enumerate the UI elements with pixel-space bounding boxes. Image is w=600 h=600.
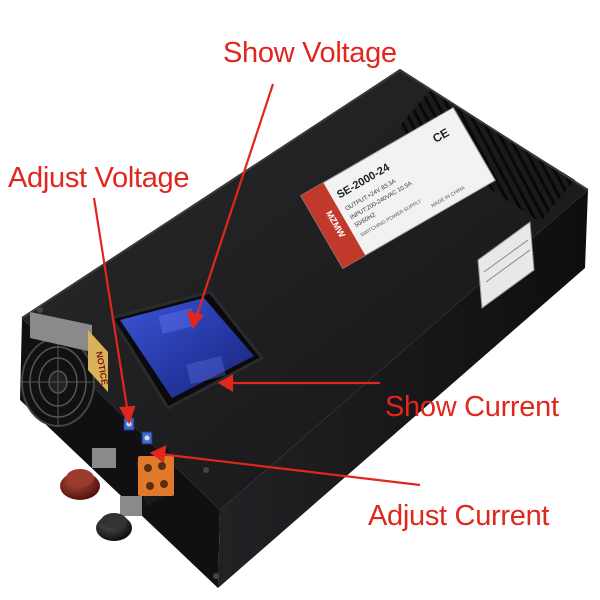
- digital-display: [109, 290, 265, 410]
- signal-terminal-block[interactable]: [136, 448, 178, 506]
- callout-show-voltage: Show Voltage: [223, 37, 397, 69]
- output-terminal-positive[interactable]: [60, 448, 116, 500]
- arrow-head-show-current: [217, 374, 234, 392]
- arrow-head-show-voltage: [186, 310, 204, 330]
- product-label: MZMW SE-2000-24 OUTPUT:+24V 83.3A INPUT:…: [300, 106, 496, 270]
- side-certification-sticker: [477, 221, 535, 309]
- screw: [213, 573, 219, 579]
- arrow-adjust-current: [159, 452, 421, 487]
- screw: [203, 467, 209, 473]
- callout-show-current: Show Current: [385, 391, 559, 423]
- annotation-arrows: [92, 83, 421, 487]
- notice-sticker: NOTICE: [30, 312, 110, 392]
- arrow-head-adjust-voltage: [119, 405, 136, 425]
- arrow-head-adjust-current: [149, 445, 167, 463]
- cooling-fan: [21, 337, 95, 427]
- arrow-adjust-voltage: [92, 197, 130, 415]
- screw: [37, 307, 43, 313]
- callout-adjust-voltage: Adjust Voltage: [8, 162, 190, 194]
- callout-adjust-current: Adjust Current: [368, 500, 550, 532]
- output-terminal-negative[interactable]: [96, 496, 142, 541]
- arrow-show-voltage: [194, 83, 275, 319]
- current-adjust-potentiometer[interactable]: [141, 431, 153, 445]
